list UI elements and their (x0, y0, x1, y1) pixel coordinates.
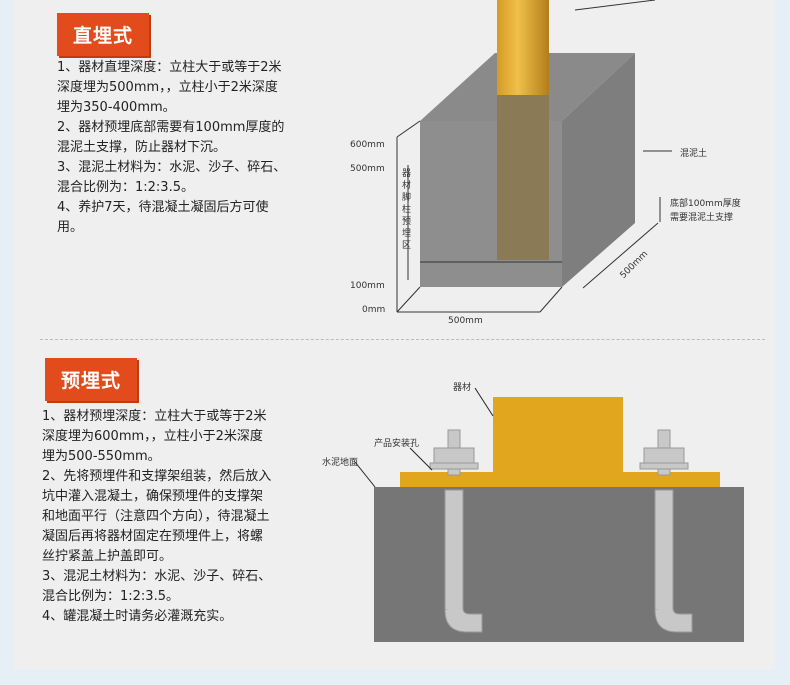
section-title-pre-embedded: 预埋式 (45, 358, 138, 401)
section-divider (40, 339, 765, 340)
instruction-line: 3、混泥土材料为：水泥、沙子、碎石、混合比例为：1:2:3.5。 (42, 569, 272, 604)
instruction-line: 2、器材预埋底部需要有100mm厚度的混泥土支撑，防止器材下沉。 (57, 120, 285, 155)
instruction-line: 1、器材预埋深度：立柱大于或等于2米深度埋为600mm，，立柱小于2米深度埋为5… (42, 409, 267, 464)
label-0mm: 0mm (362, 305, 386, 315)
label-100mm: 100mm (350, 281, 385, 291)
instruction-line: 3、混泥土材料为：水泥、沙子、碎石、混合比例为：1:2:3.5。 (57, 160, 287, 195)
label-concrete: 混泥土 (680, 149, 708, 159)
label-bottom-note-2: 需要混泥土支撑 (670, 213, 734, 223)
label-equipment: 器材 (453, 383, 472, 393)
label-width-500mm: 500mm (448, 316, 483, 326)
direct-burial-instructions: 1、器材直埋深度：立柱大于或等于2米深度埋为500mm，，立柱小于2米深度埋为3… (57, 58, 287, 238)
label-install-hole: 产品安装孔 (374, 439, 420, 449)
instruction-line: 4、罐混凝土时请务必灌溉充实。 (42, 609, 233, 624)
label-embed-zone: 器材脚柱预埋区 (402, 169, 412, 251)
pre-embedded-instructions: 1、器材预埋深度：立柱大于或等于2米深度埋为600mm，，立柱小于2米深度埋为5… (42, 407, 274, 627)
label-500mm: 500mm (350, 164, 385, 174)
label-600mm: 600mm (350, 140, 385, 150)
section-title-direct-burial: 直埋式 (57, 13, 150, 56)
instruction-line: 2、先将预埋件和支撑架组装，然后放入坑中灌入混凝土，确保预埋件的支撑架和地面平行… (42, 469, 272, 564)
instruction-line: 4、养护7天，待混凝土凝固后方可使用。 (57, 200, 269, 235)
label-cement-ground: 水泥地面 (322, 458, 359, 468)
direct-burial-diagram (396, 0, 672, 313)
instruction-line: 1、器材直埋深度：立柱大于或等于2米深度埋为500mm，，立柱小于2米深度埋为3… (57, 60, 282, 115)
label-bottom-note-1: 底部100mm厚度 (670, 199, 741, 209)
